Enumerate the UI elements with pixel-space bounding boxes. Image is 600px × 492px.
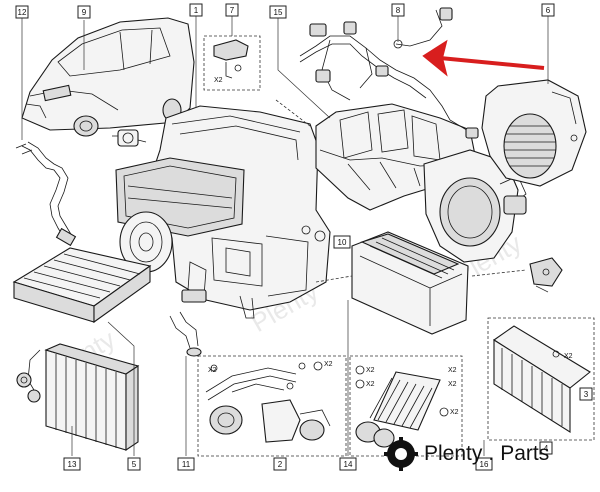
callout-6: 6: [541, 3, 555, 17]
brand-name: Plenty: [424, 442, 483, 465]
evaporator: [16, 343, 140, 452]
callout-14: 14: [339, 457, 357, 471]
callout-10: 10: [333, 235, 351, 249]
callout-3-text: 3: [584, 390, 589, 399]
callout-4: 4: [539, 441, 553, 455]
callout-11-text: 11: [182, 460, 191, 469]
callout-5-text: 5: [132, 460, 137, 469]
multiplier-16a: X2: [448, 367, 457, 374]
cabin-filter: [12, 247, 152, 324]
callout-12-text: 12: [18, 8, 27, 17]
callout-13-text: 13: [68, 460, 77, 469]
callout-2-text: 2: [278, 460, 283, 469]
callout-2: 2: [273, 457, 287, 471]
callout-7-text: 7: [230, 6, 235, 15]
brand-dot: .: [488, 442, 495, 465]
car-illustration: [21, 17, 195, 137]
callout-3: 3: [579, 387, 593, 401]
callout-10-text: 10: [338, 238, 347, 247]
callout-13: 13: [63, 457, 81, 471]
callout-11: 11: [177, 457, 195, 471]
brand-logo: Plenty . Parts: [384, 436, 549, 472]
callout-14-text: 14: [344, 460, 353, 469]
duct-tube: [15, 141, 77, 247]
heater-core-frame: [351, 231, 469, 335]
callout-16: 16: [475, 457, 493, 471]
multiplier-14b: X2: [366, 381, 375, 388]
blower-fan: [481, 79, 587, 187]
multiplier-7: X2: [214, 77, 223, 84]
multiplier-14a: X2: [366, 367, 375, 374]
callout-16-text: 16: [480, 460, 489, 469]
callout-4-text: 4: [544, 444, 549, 453]
wiring-harness: [299, 7, 479, 139]
callout-1: 1: [189, 3, 203, 17]
callout-6-text: 6: [546, 6, 551, 15]
callout-5: 5: [127, 457, 141, 471]
callout-8-text: 8: [396, 6, 401, 15]
callout-12: 12: [15, 5, 29, 19]
callout-7: 7: [225, 3, 239, 17]
actuator-motor: [112, 129, 147, 147]
multiplier-2b: X2: [324, 361, 333, 368]
part-14-16-group: [349, 355, 463, 457]
multiplier-2a: X2: [208, 367, 217, 374]
callout-9-text: 9: [82, 8, 87, 17]
highlight-arrow: [422, 39, 545, 77]
part-7-group: [203, 35, 261, 91]
part-2-group: [197, 355, 347, 457]
callout-9: 9: [77, 5, 91, 19]
brand-tld: Parts: [500, 442, 550, 465]
multiplier-16c: X2: [450, 409, 459, 416]
drain-hose: [169, 311, 202, 357]
callout-15: 15: [269, 5, 287, 19]
callout-15-text: 15: [274, 8, 283, 17]
gear-icon: [384, 437, 418, 471]
callout-1-text: 1: [194, 6, 199, 15]
blower-housing: [423, 149, 527, 263]
bracket: [529, 257, 563, 287]
callout-8: 8: [391, 3, 405, 17]
radiator: [487, 317, 595, 441]
multiplier-16b: X2: [448, 381, 457, 388]
multiplier-3: X2: [564, 353, 573, 360]
heater-housing: [115, 105, 331, 319]
